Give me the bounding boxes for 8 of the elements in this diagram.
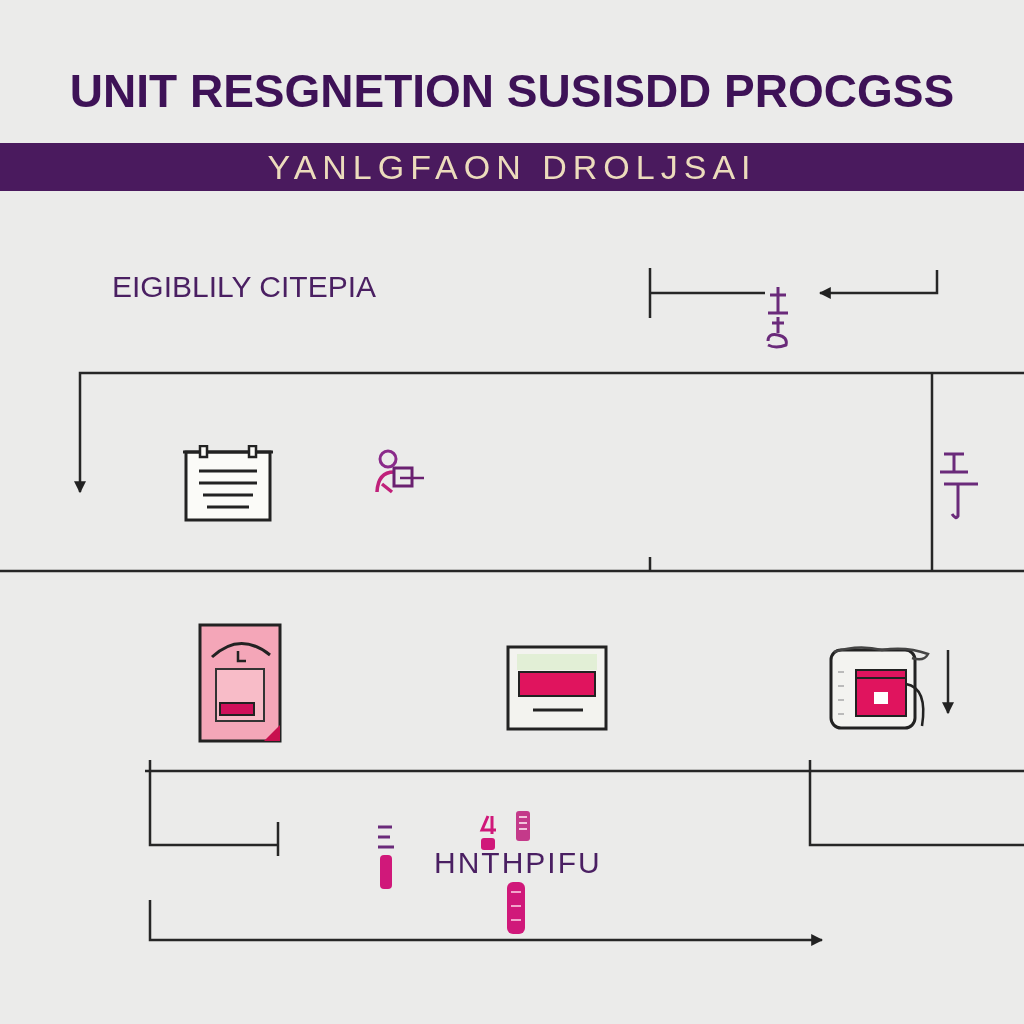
person-icon [374,448,426,496]
notepad-icon [183,445,273,523]
subtitle: YANLGFAON DROLJSAI [266,150,758,184]
title: UNIT RESGNETION SUSISDD PROCGSS [68,68,956,114]
card-icon [505,644,609,732]
document-icon [198,623,282,743]
text-label: HNTHPIFU [434,848,602,878]
heading-label: EIGIBLILY CITEPIA [112,272,376,302]
